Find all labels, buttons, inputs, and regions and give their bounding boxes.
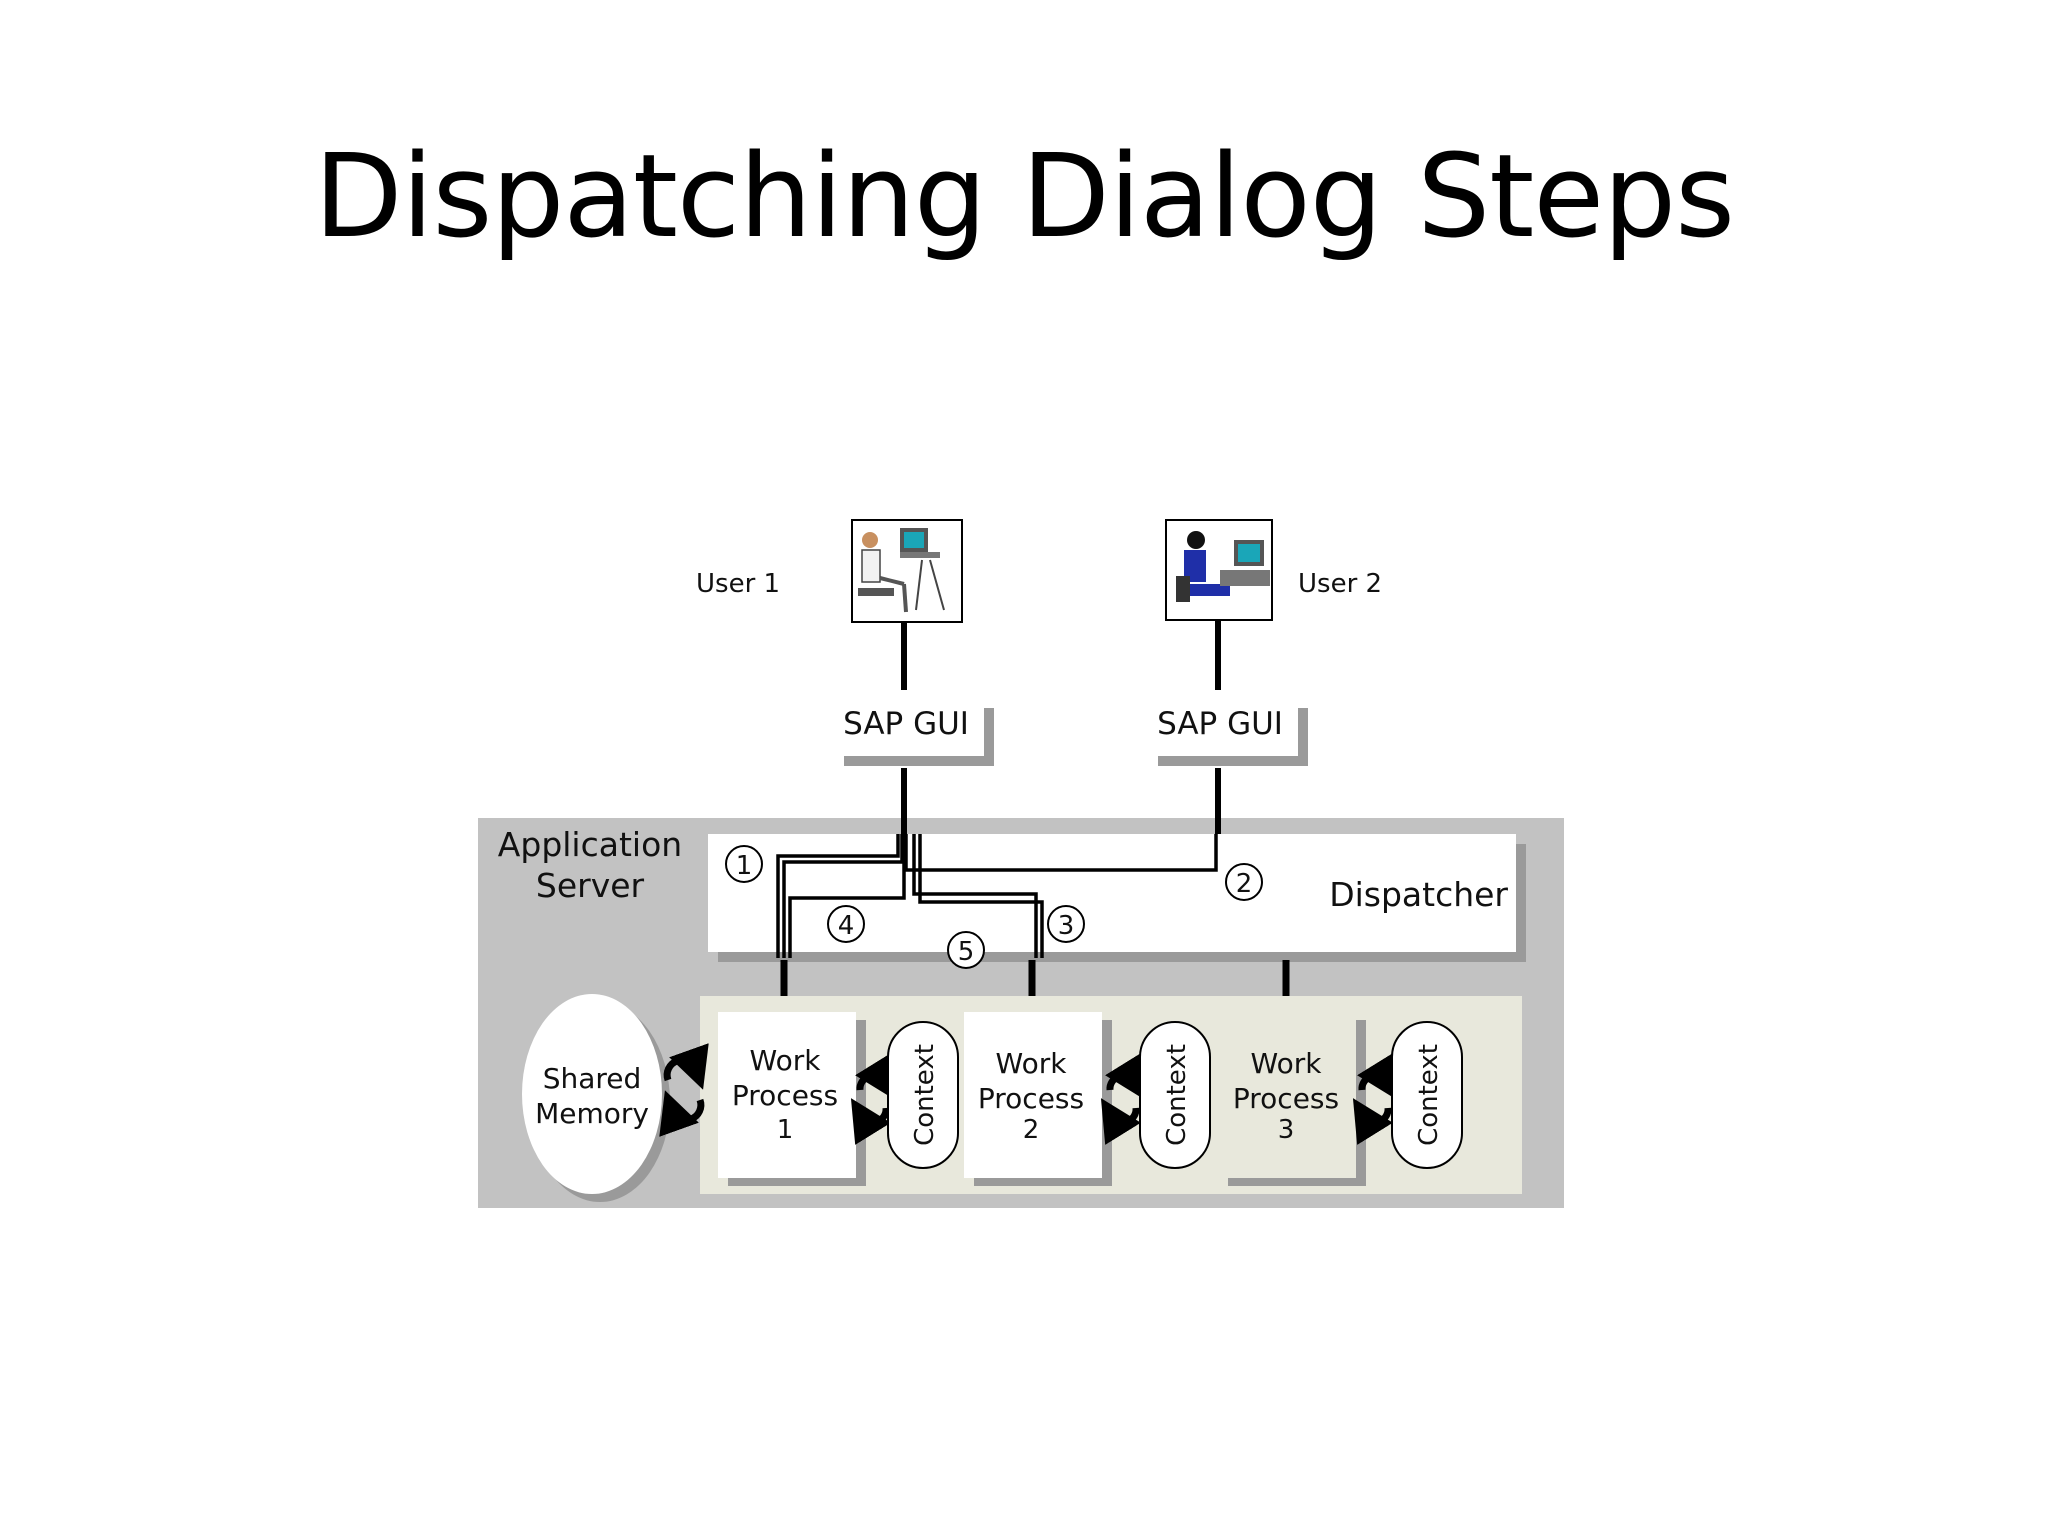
- svg-text:4: 4: [838, 911, 855, 941]
- user-2-label: User 2: [1298, 569, 1382, 599]
- step-4-marker: 4: [827, 905, 865, 943]
- shared-memory: [522, 994, 662, 1194]
- svg-text:5: 5: [958, 937, 975, 967]
- svg-text:3: 3: [1058, 911, 1075, 941]
- context-1-label: Context: [910, 1044, 940, 1146]
- context-1-sync-icon: [850, 1053, 896, 1145]
- dialog-step-routes: [776, 834, 1218, 958]
- dispatcher-label: Dispatcher: [1329, 875, 1508, 914]
- context-2-label: Context: [1162, 1044, 1192, 1146]
- user-2-icon: [1165, 519, 1273, 621]
- step-3-marker: 3: [1047, 905, 1085, 943]
- work-process-1-line3: 1: [777, 1115, 794, 1145]
- work-process-3-line3: 3: [1278, 1115, 1295, 1145]
- shared-memory-label-1: Shared: [543, 1062, 642, 1095]
- step-1-marker: 1: [725, 845, 763, 883]
- context-3-label: Context: [1414, 1044, 1444, 1146]
- work-process-2: [964, 1012, 1102, 1178]
- work-process-3: [1218, 1012, 1356, 1178]
- work-process-1-line1: Work: [750, 1044, 822, 1077]
- work-process-2-line2: Process: [978, 1082, 1084, 1115]
- user-1-label: User 1: [696, 569, 780, 599]
- sap-gui-1-label: SAP GUI: [843, 706, 969, 742]
- application-server-label-2: Server: [536, 866, 645, 905]
- sap-gui-2-box: [1148, 698, 1298, 756]
- step-2-marker: 2: [1225, 863, 1263, 901]
- step-5-marker: 5: [947, 931, 985, 969]
- work-process-2-line1: Work: [996, 1047, 1068, 1080]
- context-3-sync-icon: [1352, 1053, 1398, 1145]
- work-process-1-line2: Process: [732, 1079, 838, 1112]
- application-server-label-1: Application: [498, 825, 682, 864]
- work-process-3-line2: Process: [1233, 1082, 1339, 1115]
- user-1-icon: [851, 519, 963, 623]
- svg-text:1: 1: [736, 851, 753, 881]
- slide-title: Dispatching Dialog Steps: [313, 130, 1735, 264]
- work-process-1: [718, 1012, 856, 1178]
- context-3: [1391, 1021, 1463, 1169]
- shared-memory-sync-icon: [659, 1043, 709, 1137]
- sap-gui-1-box: [834, 698, 984, 756]
- dispatcher-to-wp-connectors: [780, 960, 1290, 996]
- context-2: [1139, 1021, 1211, 1169]
- shared-memory-label-2: Memory: [535, 1097, 649, 1130]
- sap-gui-2-label: SAP GUI: [1157, 706, 1283, 742]
- context-1: [887, 1021, 959, 1169]
- work-process-2-line3: 2: [1023, 1115, 1040, 1145]
- context-2-sync-icon: [1100, 1053, 1146, 1145]
- svg-text:2: 2: [1236, 869, 1253, 899]
- work-process-3-line1: Work: [1251, 1047, 1323, 1080]
- user-connections: [901, 620, 1221, 834]
